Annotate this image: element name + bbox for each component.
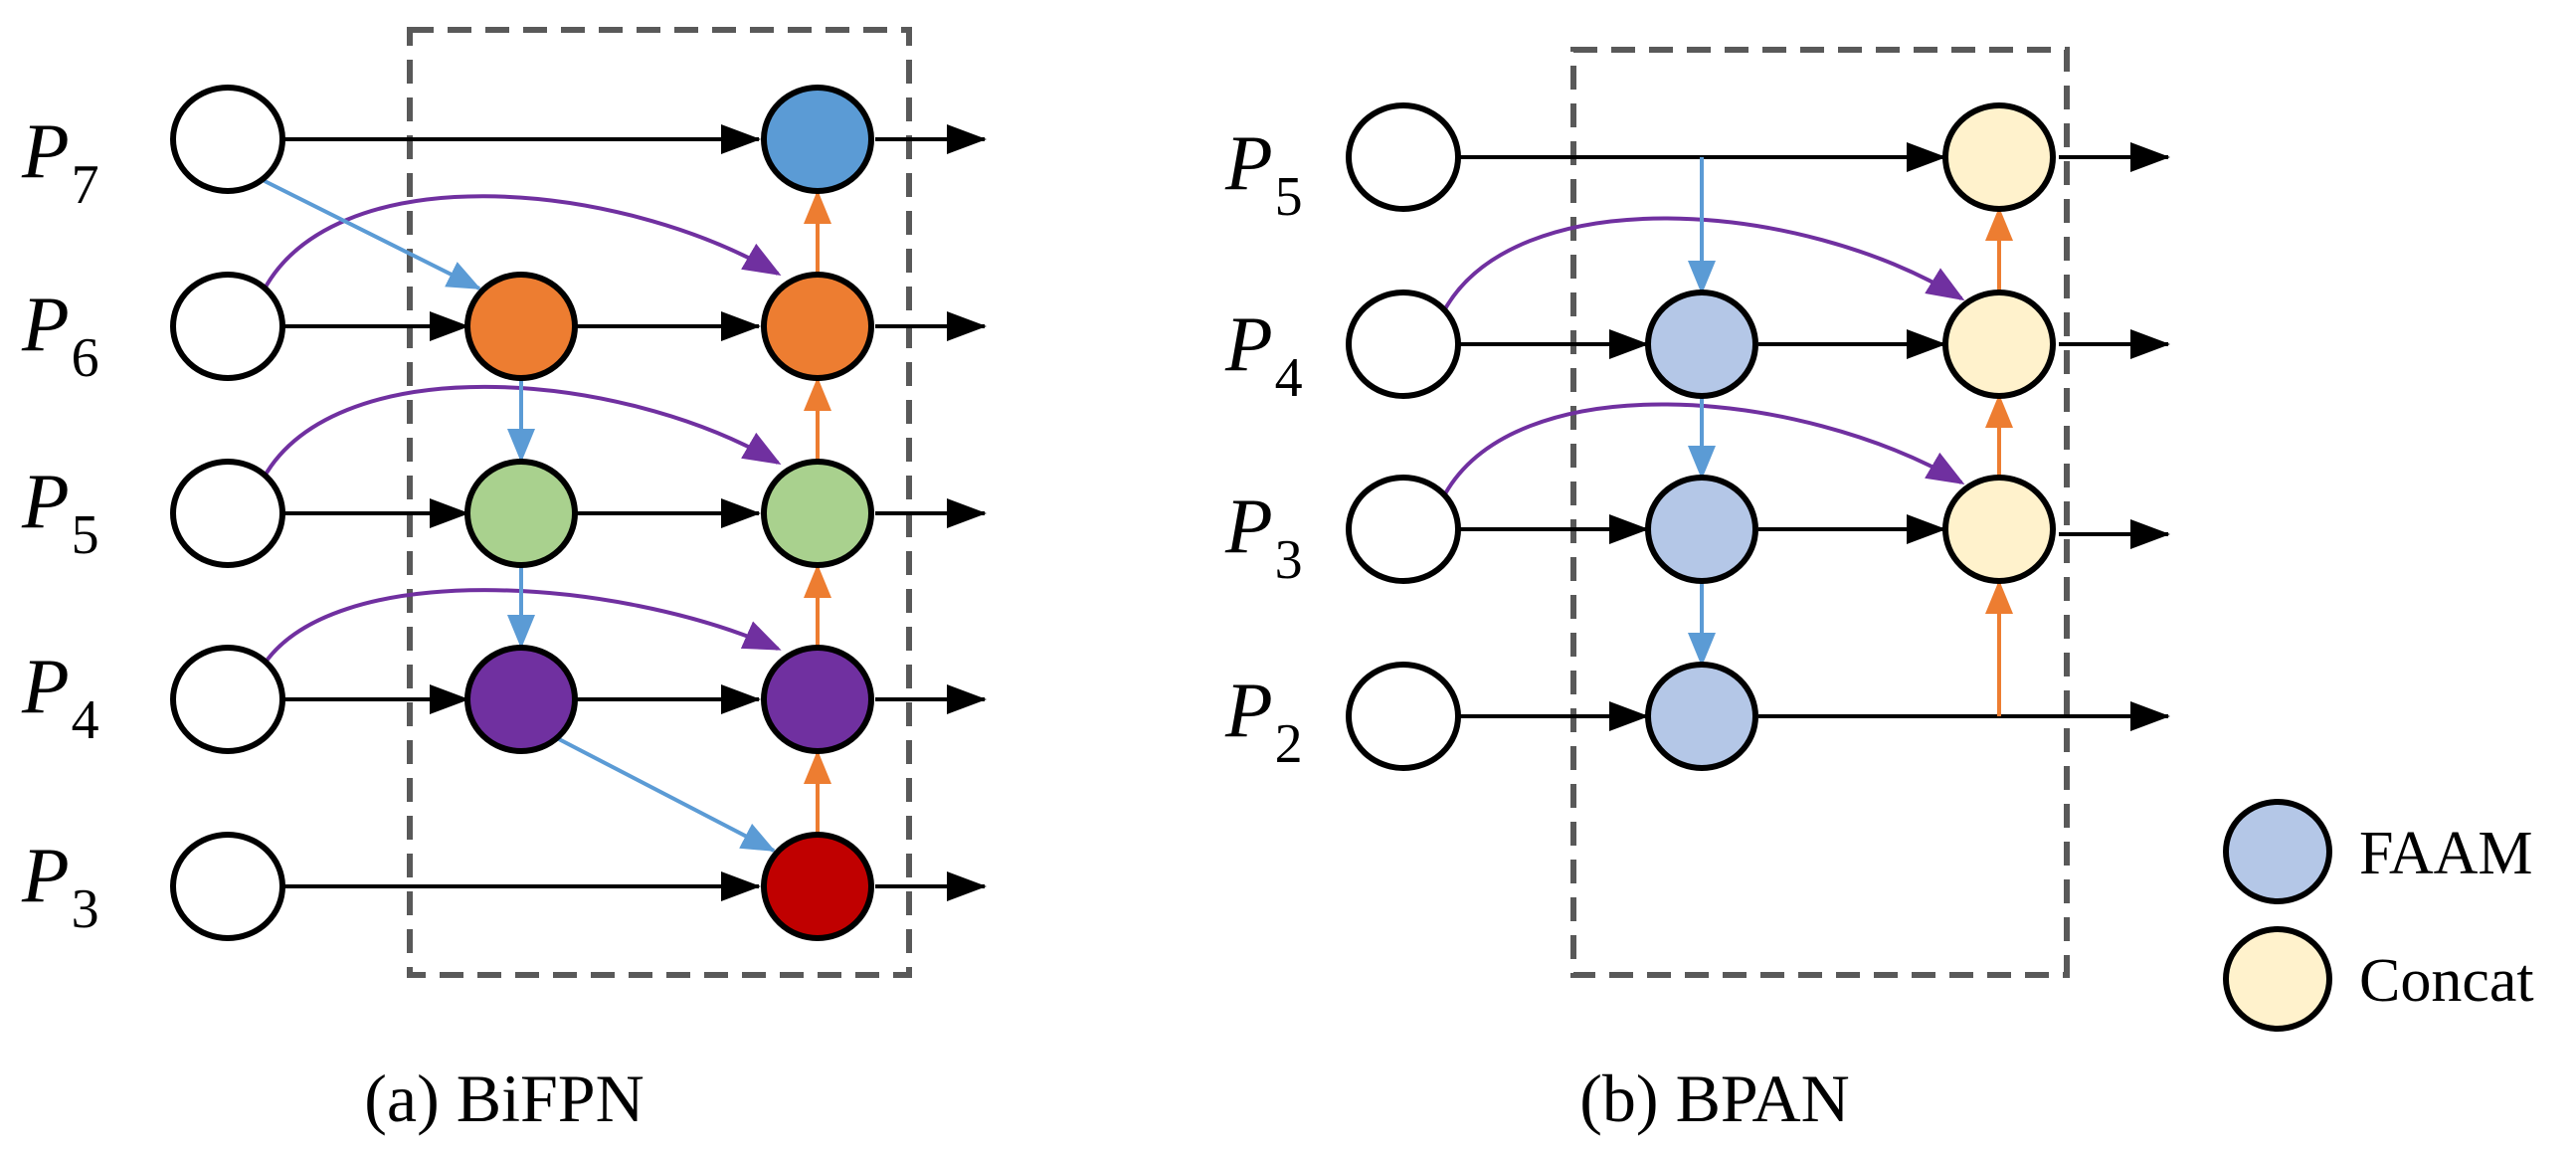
bifpn-out-node-p6 [761,272,874,381]
bpan-label-p2: P2 [1224,667,1303,775]
bifpn-label-p6: P6 [21,281,99,389]
bpan-label-p5: P5 [1224,119,1303,228]
bpan-skip-arrows [1440,216,1965,500]
bifpn-input-node-p4 [170,645,285,754]
legend-concat-swatch [2223,926,2332,1032]
bifpn-topdown-arrows [260,177,776,853]
bpan-input-node-p4 [1346,290,1461,399]
bifpn-input-node-p6 [170,272,285,381]
bpan-caption: (b) BPAN [1579,1061,1849,1136]
bifpn-nodes [170,85,874,941]
bifpn-down-p7-to-p6 [260,177,481,290]
bifpn-out-node-p7 [761,85,874,194]
bifpn-dashed-box [407,27,912,978]
bpan-faam-node-p3 [1645,475,1758,584]
bpan-concat-node-p5 [1942,102,2056,212]
bifpn-skip-p6 [259,194,782,297]
bifpn-main-arrows [282,124,987,901]
bpan-concat-node-p4 [1942,290,2056,399]
bifpn-skip-arrows [259,194,782,672]
bifpn-down-p4-to-p3 [556,736,776,853]
bifpn-label-p4: P4 [21,643,99,751]
bpan-label-p3: P3 [1224,482,1303,591]
panel-bpan: P5 P4 P3 P2 [1224,47,2170,1136]
bpan-input-node-p5 [1346,102,1461,212]
bifpn-input-node-p5 [170,459,285,568]
legend-faam-swatch [2223,799,2332,904]
bifpn-out-node-p4 [761,645,874,754]
bifpn-out-node-p3 [761,832,874,941]
bpan-input-node-p2 [1346,662,1461,771]
bifpn-input-node-p3 [170,832,285,941]
bifpn-label-p5: P5 [21,458,99,566]
bpan-main-arrows [1458,142,2170,731]
legend-faam-label: FAAM [2359,820,2533,887]
bifpn-mid-node-p6 [464,272,578,381]
bpan-label-p4: P4 [1224,300,1303,409]
bifpn-caption: (a) BiFPN [364,1061,644,1136]
bpan-skip-p3 [1440,402,1965,500]
bifpn-label-p7: P7 [21,107,99,216]
bpan-input-node-p3 [1346,475,1461,584]
bpan-skip-p4 [1440,216,1965,315]
panel-bifpn: P7 P6 P5 P4 P3 [21,27,987,1136]
bpan-concat-node-p3 [1942,475,2056,584]
bpan-dashed-box [1570,47,2070,978]
bifpn-skip-p4 [259,588,782,672]
legend-concat-label: Concat [2359,947,2534,1015]
bifpn-mid-node-p4 [464,645,578,754]
bifpn-mid-node-p5 [464,459,578,568]
bpan-faam-node-p4 [1645,290,1758,399]
legend: FAAM Concat [2223,799,2534,1032]
bifpn-input-node-p7 [170,85,285,194]
bpan-nodes [1346,102,2056,771]
bifpn-label-p3: P3 [21,832,99,940]
bifpn-out-node-p5 [761,459,874,568]
bpan-faam-node-p2 [1645,662,1758,771]
bifpn-skip-p5 [259,384,782,484]
